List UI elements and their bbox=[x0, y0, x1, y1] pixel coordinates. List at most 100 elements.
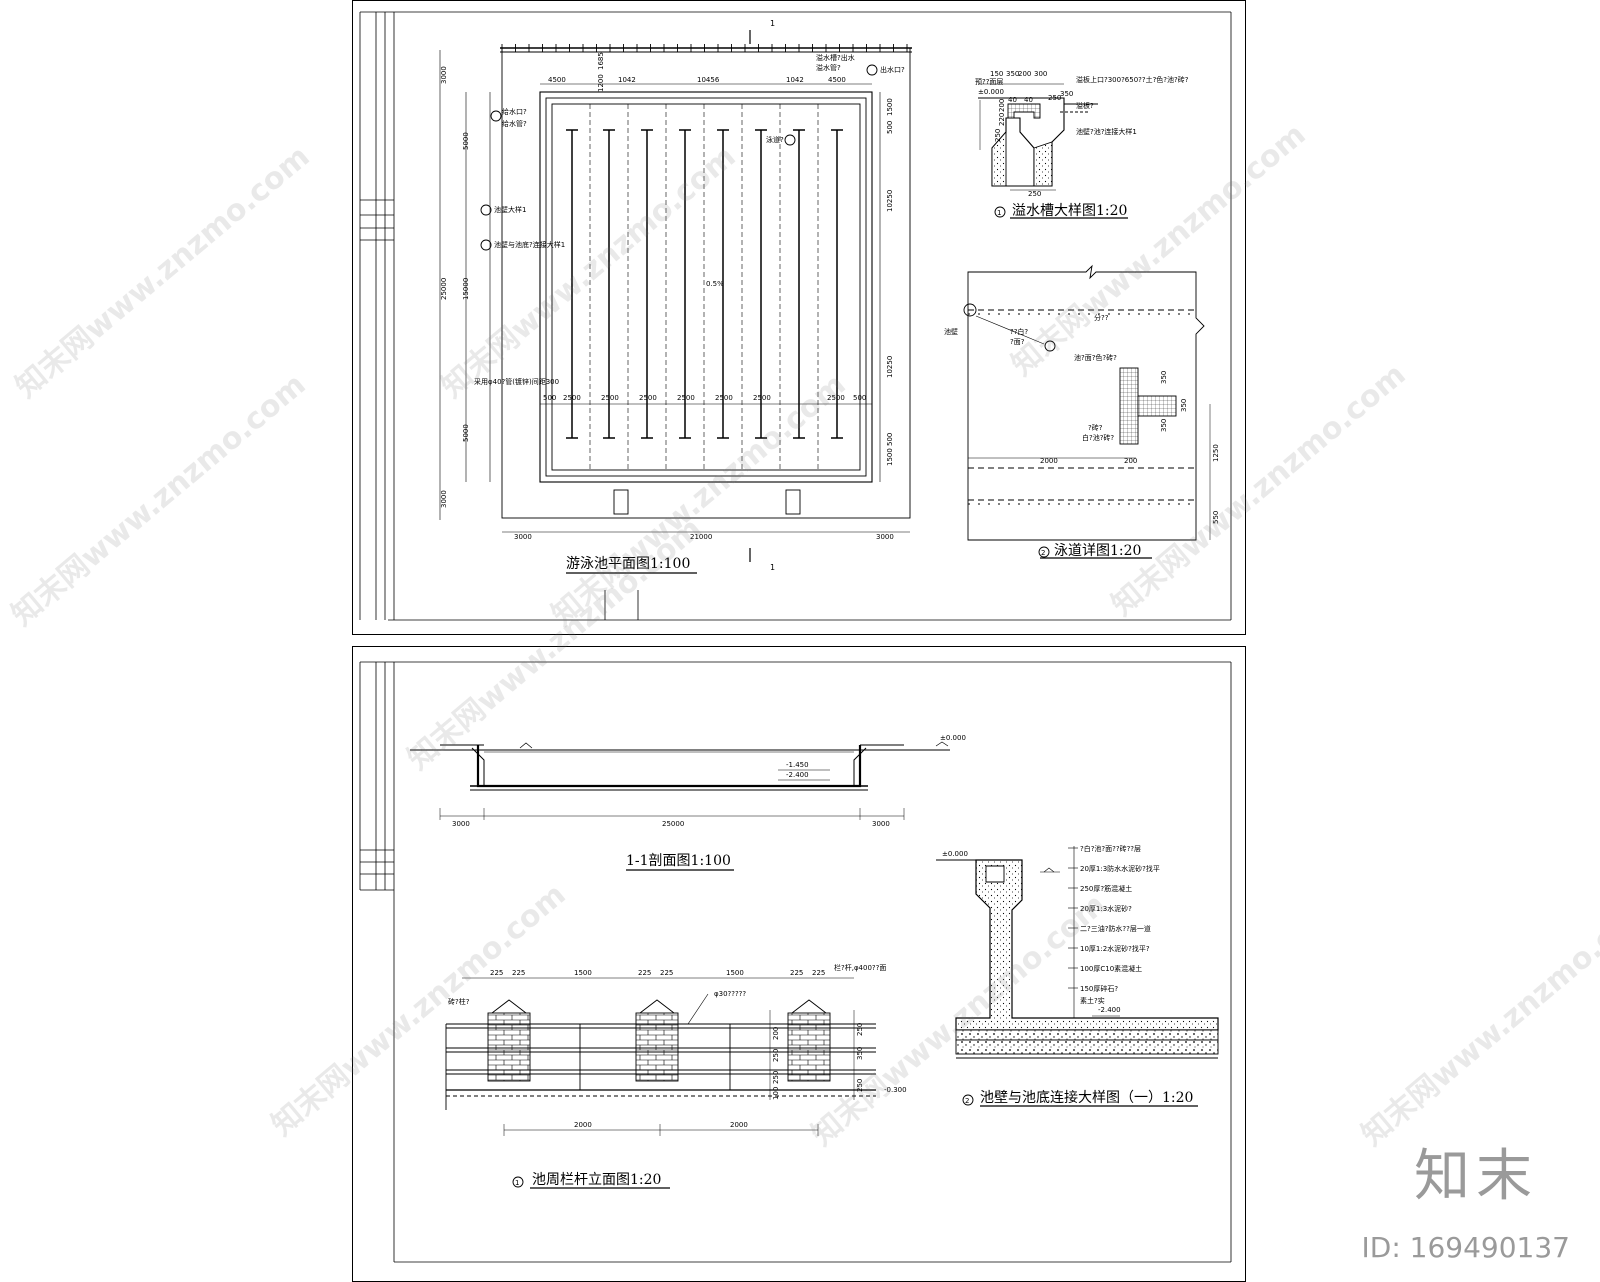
lane-dim: 2500 bbox=[715, 394, 733, 402]
section-title: 1-1剖面图1:100 bbox=[626, 853, 731, 869]
detail2-dim: 200 bbox=[1124, 457, 1137, 465]
pool-plan bbox=[439, 30, 912, 574]
section-elev: -1.450 bbox=[786, 761, 809, 769]
railing-dim-side: 200 bbox=[772, 1027, 780, 1040]
wall-detail-layer: 素土?实 bbox=[1080, 996, 1105, 1005]
section-elev: -2.400 bbox=[786, 771, 809, 779]
dim-top-small: 1685 bbox=[597, 52, 605, 70]
lane-dim: 2500 bbox=[563, 394, 581, 402]
plan-note: 给水管? bbox=[502, 119, 527, 128]
overflow-gutter-detail bbox=[978, 83, 1128, 219]
brand-logo: 知末 bbox=[1414, 1144, 1538, 1209]
detail1-marker: 1 bbox=[997, 209, 1001, 217]
railing-dim-side: 250 bbox=[856, 1023, 864, 1036]
dim-right: 1500 bbox=[886, 98, 894, 116]
wall-detail-layer: 二?三油?防水??层一道 bbox=[1080, 924, 1151, 933]
plan-note: 给水口? bbox=[502, 107, 527, 116]
detail2-dim: 2000 bbox=[1040, 457, 1058, 465]
dim-top: 1042 bbox=[786, 76, 804, 84]
section-mark-top: 1 bbox=[770, 19, 775, 28]
dim-right: 1500 bbox=[886, 448, 894, 466]
detail2-dim: 350 bbox=[1160, 371, 1168, 384]
dim-right: 500 bbox=[886, 433, 894, 446]
railing-note: 砖?柱? bbox=[448, 997, 470, 1006]
railing-dim-side: 250 bbox=[856, 1079, 864, 1092]
wall-detail-elev: -2.400 bbox=[1098, 1006, 1121, 1014]
dim-right: 10250 bbox=[886, 190, 894, 212]
dim-left: 3000 bbox=[440, 66, 448, 84]
wall-detail-title: 池壁与池底连接大样图（一）1:20 bbox=[980, 1089, 1193, 1106]
dim-bottom: 21000 bbox=[690, 533, 712, 541]
detail1-dim: 150 bbox=[990, 70, 1003, 78]
detail2-note: 分?? bbox=[1094, 313, 1109, 322]
lane-detail bbox=[963, 264, 1211, 559]
section-elev: ±0.000 bbox=[940, 734, 966, 742]
slope-label: 0.5% bbox=[706, 280, 724, 288]
railing-dim-bottom: 2000 bbox=[730, 1121, 748, 1129]
dim-bottom: 3000 bbox=[876, 533, 894, 541]
wall-detail-ticks bbox=[1068, 847, 1078, 989]
railing-dim: 225 bbox=[790, 969, 803, 977]
plan-note: 采用φ40?管(镀锌)间距300 bbox=[474, 377, 559, 386]
railing-elev: -0.300 bbox=[884, 1086, 907, 1094]
railing-elevation bbox=[445, 977, 876, 1189]
wall-detail-layer: 10厚1:2水泥砂?找平? bbox=[1080, 944, 1150, 953]
lane-detail-labels: 2 泳道详图1:20 350 350 350 2000 200 1250 550… bbox=[944, 313, 1220, 559]
railing-dim: 225 bbox=[638, 969, 651, 977]
railing-dim: 225 bbox=[490, 969, 503, 977]
wall-detail-labels: 2 池壁与池底连接大样图（一）1:20 ±0.000 -2.400 ?白?池?面… bbox=[942, 844, 1193, 1106]
sheet2-title-strip bbox=[359, 661, 1232, 1263]
dim-top: 4500 bbox=[828, 76, 846, 84]
railing-dim: 225 bbox=[512, 969, 525, 977]
railing-title: 池周栏杆立面图1:20 bbox=[532, 1172, 661, 1188]
railing-dim-side: 250 bbox=[772, 1071, 780, 1084]
detail1-note: 溢板上口?300?650??土?色?池?砖? bbox=[1076, 75, 1189, 84]
lane-dim: 2500 bbox=[753, 394, 771, 402]
dim-top-small: 1200 bbox=[597, 74, 605, 92]
detail1-elev: ±0.000 bbox=[978, 88, 1004, 96]
dim-bottom: 3000 bbox=[514, 533, 532, 541]
wall-detail-layer: 250厚?筋混凝土 bbox=[1080, 884, 1132, 893]
wall-detail-layer: 20厚1:3防水水泥砂?找平 bbox=[1080, 864, 1160, 873]
dim-top: 4500 bbox=[548, 76, 566, 84]
wall-detail-elev: ±0.000 bbox=[942, 850, 968, 858]
section-dim: 3000 bbox=[872, 820, 890, 828]
pool-section-labels: 1-1剖面图1:100 3000 25000 3000 ±0.000 -1.45… bbox=[452, 734, 966, 869]
image-id: ID: 169490137 bbox=[1361, 1231, 1570, 1264]
detail1-note: 预??面层 bbox=[975, 77, 1003, 86]
wall-detail-layer: 150厚碎石? bbox=[1080, 984, 1118, 993]
detail1-dim: 220 bbox=[998, 113, 1006, 126]
detail2-note: 白?池?砖? bbox=[1082, 433, 1114, 442]
wall-detail-layer: 100厚C10素混凝土 bbox=[1080, 964, 1142, 973]
detail2-note: 池?面?色?砖? bbox=[1074, 353, 1117, 362]
dim-right: 500 bbox=[886, 121, 894, 134]
detail2-dim: 1250 bbox=[1212, 444, 1220, 462]
detail1-dim: 250 bbox=[1028, 190, 1041, 198]
lane-dim: 2500 bbox=[677, 394, 695, 402]
railing-dim: 225 bbox=[660, 969, 673, 977]
plan-note: 溢水槽?出水 bbox=[816, 53, 855, 62]
detail1-dim: 40 bbox=[1008, 96, 1017, 104]
detail2-note: ?砖? bbox=[1088, 423, 1103, 432]
railing-marker: 1 bbox=[515, 1179, 519, 1187]
detail1-dim: 350 bbox=[1006, 70, 1019, 78]
detail1-dim: 200 bbox=[998, 99, 1006, 112]
section-dim: 3000 bbox=[452, 820, 470, 828]
pool-plan-labels: 游泳池平面图1:100 1 1 3000 21000 3000 4500 104… bbox=[440, 19, 905, 572]
detail1-dim: 300 bbox=[1034, 70, 1047, 78]
detail1-note: 溢板? bbox=[1076, 101, 1094, 110]
detail2-dim: 350 bbox=[1180, 399, 1188, 412]
pool-section bbox=[410, 741, 950, 871]
plan-note: 泳道? bbox=[766, 135, 784, 144]
railing-dim: 225 bbox=[812, 969, 825, 977]
railing-dim-side: 250 bbox=[772, 1049, 780, 1062]
dim-top: 10456 bbox=[697, 76, 720, 84]
detail2-dim: 350 bbox=[1160, 419, 1168, 432]
lane-dim: 2500 bbox=[827, 394, 845, 402]
dim-left: 15000 bbox=[462, 278, 470, 300]
railing-note: 栏?杆,φ400??面 bbox=[834, 963, 886, 972]
wall-detail-layer: ?白?池?面??砖??层 bbox=[1080, 844, 1141, 853]
wall-detail-marker: 2 bbox=[965, 1097, 969, 1105]
plan-title: 游泳池平面图1:100 bbox=[566, 556, 690, 572]
